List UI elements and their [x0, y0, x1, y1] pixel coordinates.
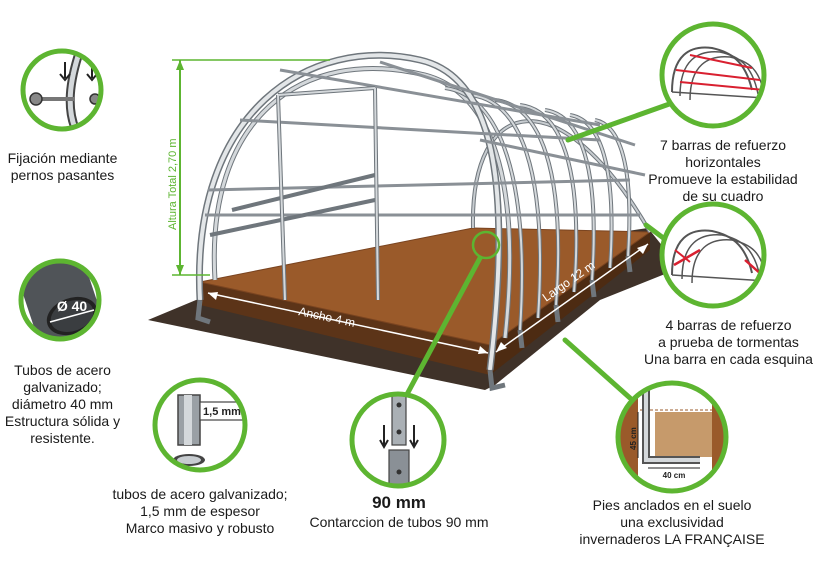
- soil-top: [200, 228, 650, 345]
- callout-bolts: [20, 48, 104, 132]
- callout-contraction: [349, 391, 447, 489]
- caption-contraction-title: 90 mm: [372, 493, 426, 512]
- soil-front-face: [200, 282, 490, 375]
- anchor-depth-label: 45 cm: [629, 427, 638, 450]
- callout-anchors: 45 cm 40 cm: [615, 380, 729, 494]
- callout-thickness: 1,5 mm: [152, 377, 248, 473]
- caption-tubes: Tubos de acero galvanizado; diámetro 40 …: [4, 362, 121, 446]
- callout-horizontal-bars: [659, 21, 767, 129]
- connector-marker: [471, 230, 501, 260]
- caption-bolts: Fijación mediante pernos pasantes: [7, 150, 118, 183]
- tube-diameter-badge: Ø 40: [57, 298, 88, 314]
- thickness-badge: 1,5 mm: [203, 406, 241, 418]
- caption-horizontal-bars: 7 barras de refuerzo horizontales Promue…: [648, 137, 798, 204]
- caption-storm-bars: 4 barras de refuerzo a prueba de torment…: [644, 317, 813, 367]
- height-dimension: Altura Total 2,70 m: [167, 59, 330, 276]
- caption-thickness: tubos de acero galvanizado; 1,5 mm de es…: [112, 486, 288, 536]
- callout-tubes: Ø 40: [18, 258, 102, 342]
- caption-contraction-text: Contarccion de tubos 90 mm: [309, 514, 489, 530]
- callout-storm-bars: [659, 201, 767, 309]
- caption-anchors: Pies anclados en el suelo una exclusivid…: [579, 497, 765, 547]
- anchor-width-label: 40 cm: [663, 471, 686, 480]
- height-label: Altura Total 2,70 m: [167, 138, 179, 230]
- greenhouse-illustration: Altura Total 2,70 m Ancho 4 m Largo 12 m: [148, 51, 680, 392]
